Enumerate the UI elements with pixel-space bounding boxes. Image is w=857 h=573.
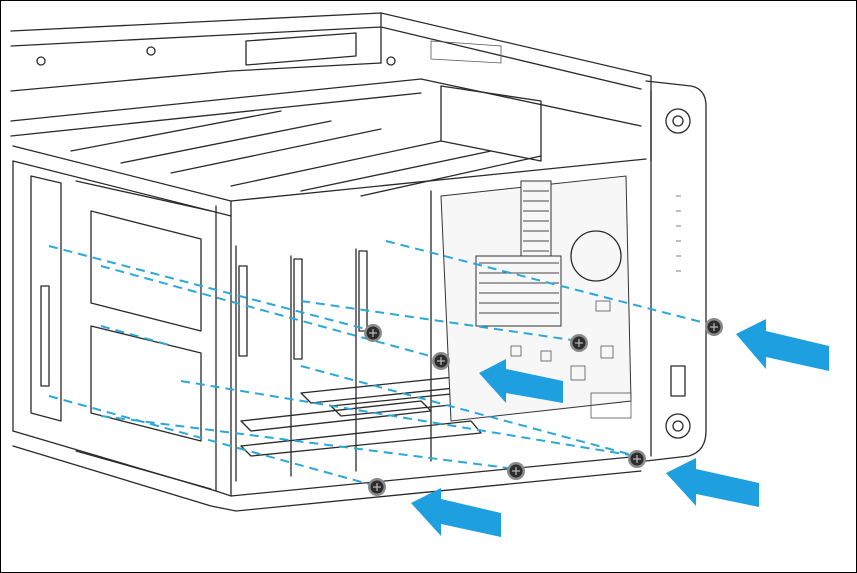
screw: [570, 334, 588, 352]
screw: [364, 324, 382, 342]
arrow-left-icon: [666, 458, 759, 507]
drive-cage: [12, 110, 647, 512]
screw: [705, 318, 723, 336]
arrow-left-icon: [411, 488, 501, 537]
screw: [432, 352, 450, 370]
chassis-top-frame: [10, 12, 652, 162]
arrow-left-icon: [736, 319, 829, 371]
screw: [628, 450, 646, 468]
arrow-left-icon: [479, 359, 563, 403]
screw: [368, 478, 386, 496]
guide-lines: [48, 240, 714, 487]
front-panel: [645, 80, 707, 462]
screw: [507, 462, 525, 480]
